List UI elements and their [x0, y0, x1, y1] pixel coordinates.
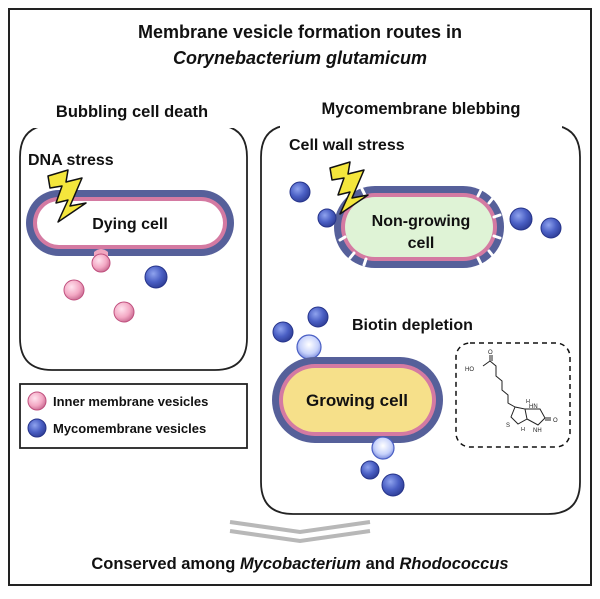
- mycomembrane-vesicle: [381, 473, 405, 497]
- dying-cell-label: Dying cell: [92, 216, 168, 233]
- mycomembrane-vesicle: [307, 306, 329, 328]
- footer-genus-mycobacterium: Mycobacterium: [240, 555, 361, 573]
- diagram-title-organism: Corynebacterium glutamicum: [173, 48, 427, 68]
- growing-cell-label: Growing cell: [306, 391, 408, 410]
- diagram-title: Membrane vesicle formation routes in: [138, 22, 462, 42]
- biotin-carbonyl-label: O: [488, 350, 493, 356]
- inner-membrane-vesicle: [113, 301, 135, 323]
- biotin-h1-label: H: [526, 399, 530, 405]
- cell-wall-stress-label: Cell wall stress: [289, 137, 405, 154]
- mycomembrane-vesicle: [540, 217, 562, 239]
- budding-mycomembrane-vesicle: [371, 436, 395, 460]
- biotin-nh-label: NH: [533, 428, 542, 434]
- conserved-chevron-icon: [229, 520, 371, 544]
- legend-inner-vesicle-icon: [27, 391, 47, 411]
- footer-prefix: Conserved among: [91, 555, 240, 573]
- biotin-hn-label: HN: [529, 404, 538, 410]
- left-panel: Bubbling cell death DNA stress Dying cel…: [19, 96, 248, 371]
- mycomembrane-vesicle: [144, 265, 168, 289]
- dna-stress-label: DNA stress: [28, 152, 114, 169]
- right-panel-bracket: [260, 124, 581, 515]
- non-growing-cell: Non-growing cell: [334, 186, 504, 268]
- legend-box: [19, 383, 248, 449]
- mycomembrane-vesicle: [317, 208, 337, 228]
- left-panel-bracket: [19, 124, 248, 371]
- right-panel-heading: Mycomembrane blebbing: [322, 100, 521, 118]
- budding-mycomembrane-vesicle: [296, 334, 322, 360]
- footer-genus-rhodococcus: Rhodococcus: [400, 555, 509, 573]
- legend-label: Inner membrane vesicles: [53, 394, 208, 409]
- budding-inner-vesicle: [91, 253, 111, 273]
- mycomembrane-vesicle: [272, 321, 294, 343]
- footer-conclusion: Conserved among Mycobacterium and Rhodoc…: [91, 555, 508, 573]
- non-growing-cell-label: Non-growing: [372, 213, 471, 230]
- footer-middle: and: [361, 555, 400, 573]
- legend-label: Mycomembrane vesicles: [53, 421, 206, 436]
- right-panel: Mycomembrane blebbing Cell wall stress N…: [260, 96, 581, 515]
- dna-stress-lightning-icon: [47, 169, 87, 223]
- inner-membrane-vesicle: [63, 279, 85, 301]
- legend-mycomembrane-vesicle-icon: [27, 418, 47, 438]
- biotin-h2-label: H: [521, 427, 525, 433]
- mycomembrane-vesicle: [289, 181, 311, 203]
- legend: Inner membrane vesicles Mycomembrane ves…: [19, 383, 248, 449]
- biotin-depletion-label: Biotin depletion: [352, 317, 473, 334]
- biotin-structure: HO O HN NH O H H S: [455, 342, 571, 448]
- non-growing-cell-label-line2: cell: [408, 235, 435, 252]
- mycomembrane-vesicle: [509, 207, 533, 231]
- biotin-ring-o-label: O: [553, 418, 558, 424]
- biotin-hydroxyl-label: HO: [465, 367, 474, 373]
- growing-cell: Growing cell: [272, 357, 443, 443]
- left-panel-heading: Bubbling cell death: [56, 103, 208, 121]
- outer-frame: [8, 8, 592, 586]
- mycomembrane-vesicle: [360, 460, 380, 480]
- biotin-sulfur-label: S: [506, 423, 510, 429]
- biotin-molecule-icon: [482, 355, 551, 426]
- biotin-structure-box: [455, 342, 571, 448]
- cell-wall-stress-lightning-icon: [329, 161, 369, 215]
